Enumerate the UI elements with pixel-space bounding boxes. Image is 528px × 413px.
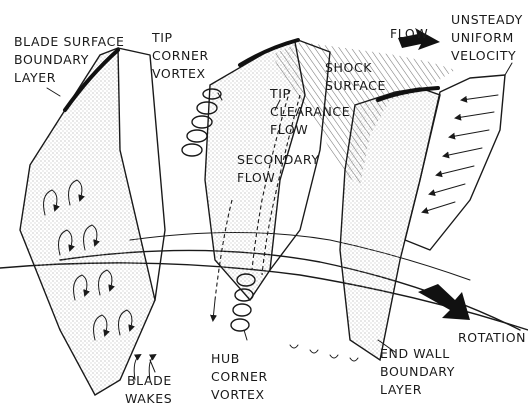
hub-platform-arc bbox=[130, 233, 470, 281]
label-unsteady-line3: VELOCITY bbox=[451, 48, 516, 63]
blade-left bbox=[20, 48, 155, 395]
label-blade-wakes-line1: BLADE bbox=[127, 373, 172, 388]
label-blade-wakes-line2: WAKES bbox=[125, 391, 172, 406]
label-rotation: ROTATION bbox=[458, 330, 526, 345]
label-end-wall-line2: BOUNDARY bbox=[380, 364, 455, 379]
label-hub-corner-line1: HUB bbox=[211, 351, 240, 366]
label-hub-corner: HUB CORNER VORTEX bbox=[211, 351, 268, 402]
label-secondary-line2: FLOW bbox=[237, 170, 275, 185]
label-unsteady-line2: UNIFORM bbox=[451, 30, 514, 45]
label-end-wall-line1: END WALL bbox=[380, 346, 450, 361]
rotation-arrow bbox=[418, 284, 470, 320]
label-blade-surface-line1: BLADE SURFACE bbox=[14, 34, 124, 49]
label-hub-corner-line3: VORTEX bbox=[211, 387, 265, 402]
blade-right bbox=[340, 88, 440, 360]
label-unsteady: UNSTEADY UNIFORM VELOCITY bbox=[451, 12, 523, 63]
label-tip-clearance-line2: CLEARANCE bbox=[270, 104, 350, 119]
label-end-wall: END WALL BOUNDARY LAYER bbox=[380, 346, 455, 397]
label-hub-corner-line2: CORNER bbox=[211, 369, 268, 384]
label-flow: FLOW bbox=[390, 26, 428, 41]
label-tip-corner-line1: TIP bbox=[151, 30, 173, 45]
label-tip-corner: TIP CORNER VORTEX bbox=[151, 30, 209, 81]
label-blade-surface-line2: BOUNDARY bbox=[14, 52, 89, 67]
label-tip-clearance-line1: TIP bbox=[269, 86, 291, 101]
label-secondary-line1: SECONDARY bbox=[237, 152, 320, 167]
label-shock-line2: SURFACE bbox=[325, 78, 386, 93]
label-shock-line1: SHOCK bbox=[325, 60, 372, 75]
label-tip-corner-line2: CORNER bbox=[152, 48, 209, 63]
label-blade-surface-line3: LAYER bbox=[14, 70, 56, 85]
label-end-wall-line3: LAYER bbox=[380, 382, 422, 397]
label-unsteady-line1: UNSTEADY bbox=[451, 12, 523, 27]
end-wall-boundary-marks bbox=[290, 345, 358, 361]
label-tip-clearance-line3: FLOW bbox=[270, 122, 308, 137]
label-blade-wakes: BLADE WAKES bbox=[125, 373, 172, 406]
label-tip-corner-line3: VORTEX bbox=[152, 66, 206, 81]
